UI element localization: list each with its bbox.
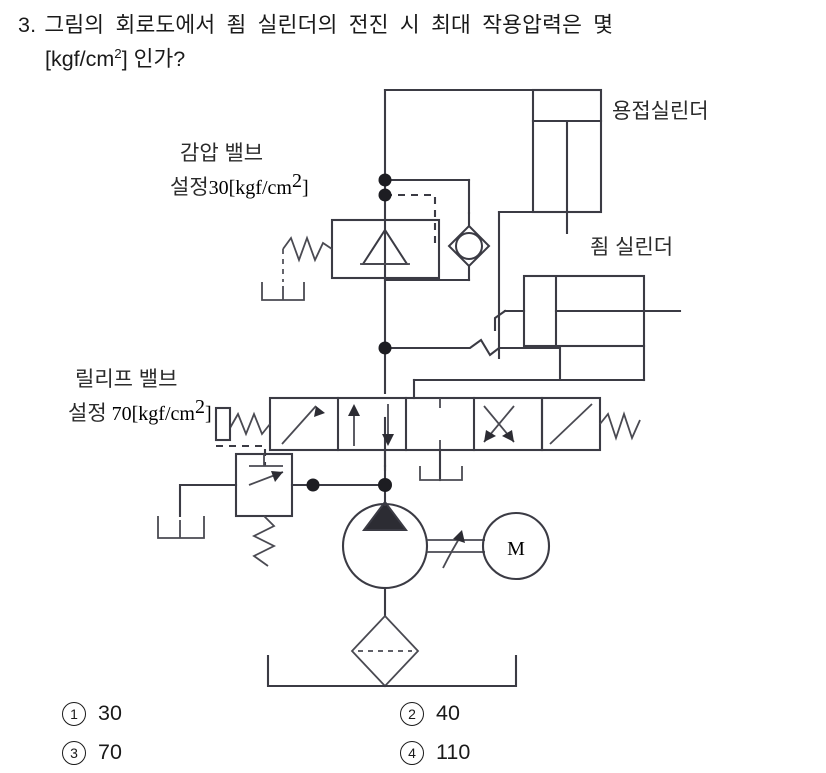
answer-options: 1 30 2 40 3 70 4 110 bbox=[0, 694, 826, 772]
dcv-position-left bbox=[281, 405, 325, 445]
junction-dot bbox=[306, 478, 320, 492]
option-3-label: 70 bbox=[98, 740, 122, 764]
option-2-marker: 2 bbox=[400, 701, 424, 726]
relief-valve-name: 릴리프 밸브 bbox=[75, 368, 177, 391]
junction-dot bbox=[378, 341, 392, 355]
dcv-position-right bbox=[540, 396, 602, 452]
reservoir bbox=[266, 654, 518, 688]
junction-dot bbox=[378, 188, 392, 202]
question-unit-suffix: ] 인가? bbox=[121, 47, 186, 71]
option-1[interactable]: 1 30 bbox=[18, 701, 392, 726]
option-2-label: 40 bbox=[436, 701, 460, 725]
motor-label: M bbox=[507, 538, 525, 560]
question-text: 그림의 회로도에서 죔 실린더의 전진 시 최대 작용압력은 몇 bbox=[44, 13, 614, 37]
question-number: 3. bbox=[18, 13, 37, 37]
question-line-1: 3. 그림의 회로도에서 죔 실린더의 전진 시 최대 작용압력은 몇 bbox=[18, 8, 808, 42]
relief-valve-unit-sup: 2 bbox=[195, 396, 205, 418]
reducing-valve-drain-tank bbox=[261, 282, 305, 301]
option-1-label: 30 bbox=[98, 701, 122, 725]
pressure-reducing-valve bbox=[261, 193, 441, 301]
option-3-marker: 3 bbox=[62, 740, 86, 765]
welding-cylinder-label: 용접실린더 bbox=[612, 100, 709, 123]
junction-dot bbox=[378, 173, 392, 187]
reducing-valve-setting-prefix: 설정 bbox=[170, 176, 209, 199]
clamp-cylinder-label: 죔 실린더 bbox=[590, 236, 673, 259]
pump-motor-shaft bbox=[427, 530, 485, 569]
dcv-position-second bbox=[348, 404, 394, 446]
hydraulic-pump bbox=[341, 500, 429, 618]
question-line-2: [kgf/cm2] 인가? bbox=[18, 42, 808, 76]
option-4-label: 110 bbox=[436, 740, 471, 764]
dcv-right-spring bbox=[599, 411, 641, 441]
option-row-2: 3 70 4 110 bbox=[18, 733, 808, 772]
check-valve bbox=[383, 178, 491, 282]
option-4[interactable]: 4 110 bbox=[392, 740, 470, 765]
electric-motor: M bbox=[481, 511, 551, 581]
cylinder-return-lines bbox=[383, 309, 646, 400]
reducing-valve-unit-close: ] bbox=[302, 177, 309, 199]
dcv-left-spring bbox=[214, 406, 271, 442]
relief-valve bbox=[157, 452, 387, 567]
relief-valve-setting-prefix: 설정 bbox=[68, 402, 107, 425]
dcv-tank-port bbox=[419, 448, 463, 482]
junction-dot bbox=[378, 478, 392, 492]
filter bbox=[350, 614, 420, 688]
dcv-left-pilot-line bbox=[216, 444, 267, 466]
relief-valve-unit-close: ] bbox=[205, 403, 212, 425]
option-2[interactable]: 2 40 bbox=[392, 701, 460, 726]
relief-valve-unit-open: [kgf/cm bbox=[132, 403, 196, 425]
option-1-marker: 1 bbox=[62, 701, 86, 726]
reducing-valve-unit-sup: 2 bbox=[292, 170, 302, 192]
question-unit-superscript: 2 bbox=[114, 45, 122, 61]
junction-dots bbox=[306, 173, 392, 492]
reducing-valve-setting: 설정30[kgf/cm2] bbox=[170, 170, 309, 199]
label-reducing-valve: 감압 밸브 설정30[kgf/cm2] bbox=[170, 142, 309, 199]
clamp-cylinder bbox=[522, 274, 682, 348]
reducing-valve-unit-open: [kgf/cm bbox=[229, 177, 293, 199]
relief-valve-tank bbox=[157, 516, 205, 539]
option-3[interactable]: 3 70 bbox=[18, 740, 392, 765]
welding-cylinder bbox=[531, 88, 603, 235]
reducing-valve-name: 감압 밸브 bbox=[180, 142, 263, 165]
option-row-1: 1 30 2 40 bbox=[18, 694, 808, 733]
dcv-position-crossed bbox=[483, 405, 515, 443]
option-4-marker: 4 bbox=[400, 740, 424, 765]
question-unit-prefix: [kgf/cm bbox=[45, 47, 115, 71]
question-block: 3. 그림의 회로도에서 죔 실린더의 전진 시 최대 작용압력은 몇 [kgf… bbox=[0, 0, 826, 76]
reducing-valve-setting-value: 30 bbox=[209, 177, 229, 199]
relief-valve-setting-value: 70 bbox=[112, 403, 132, 425]
directional-control-valve bbox=[214, 396, 641, 482]
